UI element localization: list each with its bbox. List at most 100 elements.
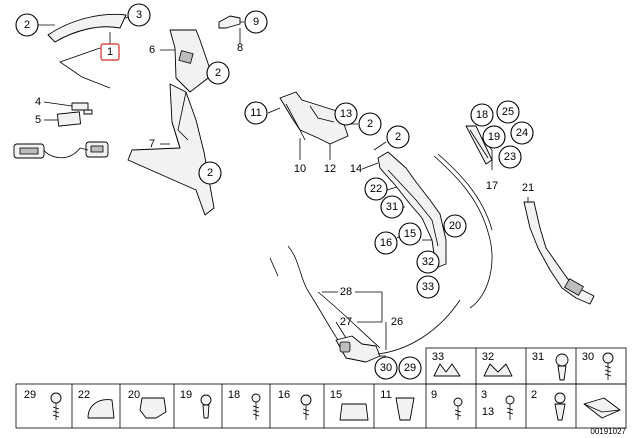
legend-label-2: 2 [531,389,537,401]
svg-text:25: 25 [502,106,514,118]
callout-31: 31 [380,195,404,219]
svg-text:15: 15 [404,228,416,240]
callout-21-label: 21 [522,182,534,194]
callout-13: 13 [334,102,358,126]
svg-text:2: 2 [207,167,213,179]
svg-text:23: 23 [504,151,516,163]
svg-text:7: 7 [149,138,155,150]
callout-5-label: 5 [35,114,41,126]
pin-19 [200,394,212,406]
svg-text:4: 4 [35,96,41,108]
callout-4-label: 4 [35,96,41,108]
svg-text:12: 12 [324,163,336,175]
panel-symbol-icon [583,397,621,419]
callout-17-label: 17 [486,180,498,192]
callout-32: 32 [416,250,440,274]
legend-label-15: 15 [330,389,342,401]
leader-lines [38,16,529,357]
screw-9 [453,397,463,407]
screw-30 [602,352,614,364]
callouts: 2 3 1 4 5 9 8 6 2 7 2 11 13 2 10 12 2 14… [15,3,534,380]
nut-15 [339,403,369,421]
callout-12-label: 12 [324,163,336,175]
svg-text:13: 13 [340,108,352,120]
callout-30: 30 [374,356,398,380]
svg-text:3: 3 [136,9,142,21]
svg-text:2: 2 [215,67,221,79]
svg-text:18: 18 [476,109,488,121]
legend-label-18: 18 [228,389,240,401]
svg-text:17: 17 [486,180,498,192]
callout-28-label: 28 [340,286,352,298]
callout-14-label: 14 [350,163,362,175]
svg-text:16: 16 [380,237,392,249]
callout-2-b-pillar-top: 2 [206,61,230,85]
svg-text:22: 22 [370,183,382,195]
callout-23: 23 [498,145,522,169]
svg-text:5: 5 [35,114,41,126]
legend-label-16: 16 [278,389,290,401]
callout-25: 25 [496,100,520,124]
legend-label-13: 13 [482,406,494,418]
legend-label-3: 3 [481,389,487,401]
callout-10-label: 10 [294,163,306,175]
legend-label-11: 11 [380,389,391,401]
callout-2-top-left: 2 [15,13,39,37]
svg-text:19: 19 [488,131,500,143]
callout-19: 19 [482,125,506,149]
screw-18 [251,393,261,403]
callout-2-c-pillar: 2 [358,112,382,136]
svg-text:14: 14 [350,163,362,175]
callout-22: 22 [364,177,388,201]
push-pin-31 [555,353,569,367]
document-id: 00191027 [590,427,626,436]
svg-text:9: 9 [253,16,259,28]
callout-29: 29 [398,356,422,380]
legend-bottom-row: 29 22 20 19 18 16 15 11 9 3 13 2 [15,383,627,429]
callout-24: 24 [510,121,534,145]
callout-7-label: 7 [149,138,155,150]
clip-32 [483,363,513,377]
screw-16 [300,394,312,406]
callout-27-label: 27 [340,316,352,328]
callout-26-label: 26 [391,316,403,328]
callout-11: 11 [244,101,268,125]
bracket-9 [218,15,241,29]
svg-text:31: 31 [386,201,398,213]
svg-text:2: 2 [367,118,373,130]
svg-text:2: 2 [24,19,30,31]
legend-label-9: 9 [431,389,437,401]
svg-text:21: 21 [522,182,534,194]
svg-text:10: 10 [294,163,306,175]
cap-22 [87,399,115,419]
b-pillar-lower-trim [127,83,215,216]
svg-text:2: 2 [395,131,401,143]
callout-6-label: 6 [149,44,155,56]
callout-9: 9 [244,10,268,34]
callout-16: 16 [374,231,398,255]
legend-label-22: 22 [78,389,90,401]
svg-text:32: 32 [422,256,434,268]
legend-label-20: 20 [128,389,140,401]
callout-2-b-pillar-bottom: 2 [198,161,222,185]
svg-text:26: 26 [391,316,403,328]
svg-text:8: 8 [237,42,243,54]
legend-label-31: 31 [532,351,544,363]
svg-text:20: 20 [449,220,461,232]
clip-33 [433,363,461,377]
svg-text:30: 30 [380,362,392,374]
callout-8-label: 8 [237,42,243,54]
svg-text:1: 1 [107,46,113,58]
svg-text:28: 28 [340,286,352,298]
screw-29 [50,392,62,404]
legend-label-30: 30 [582,351,594,363]
legend-label-19: 19 [180,389,192,401]
c-pillar-upper-trim [279,91,349,145]
svg-text:29: 29 [404,362,416,374]
callout-2-d-pillar: 2 [386,125,410,149]
trim-panel-1 [47,13,127,43]
part-shapes [13,13,595,363]
svg-text:24: 24 [516,127,528,139]
callout-1-selected: 1 [100,43,120,61]
svg-text:27: 27 [340,316,352,328]
